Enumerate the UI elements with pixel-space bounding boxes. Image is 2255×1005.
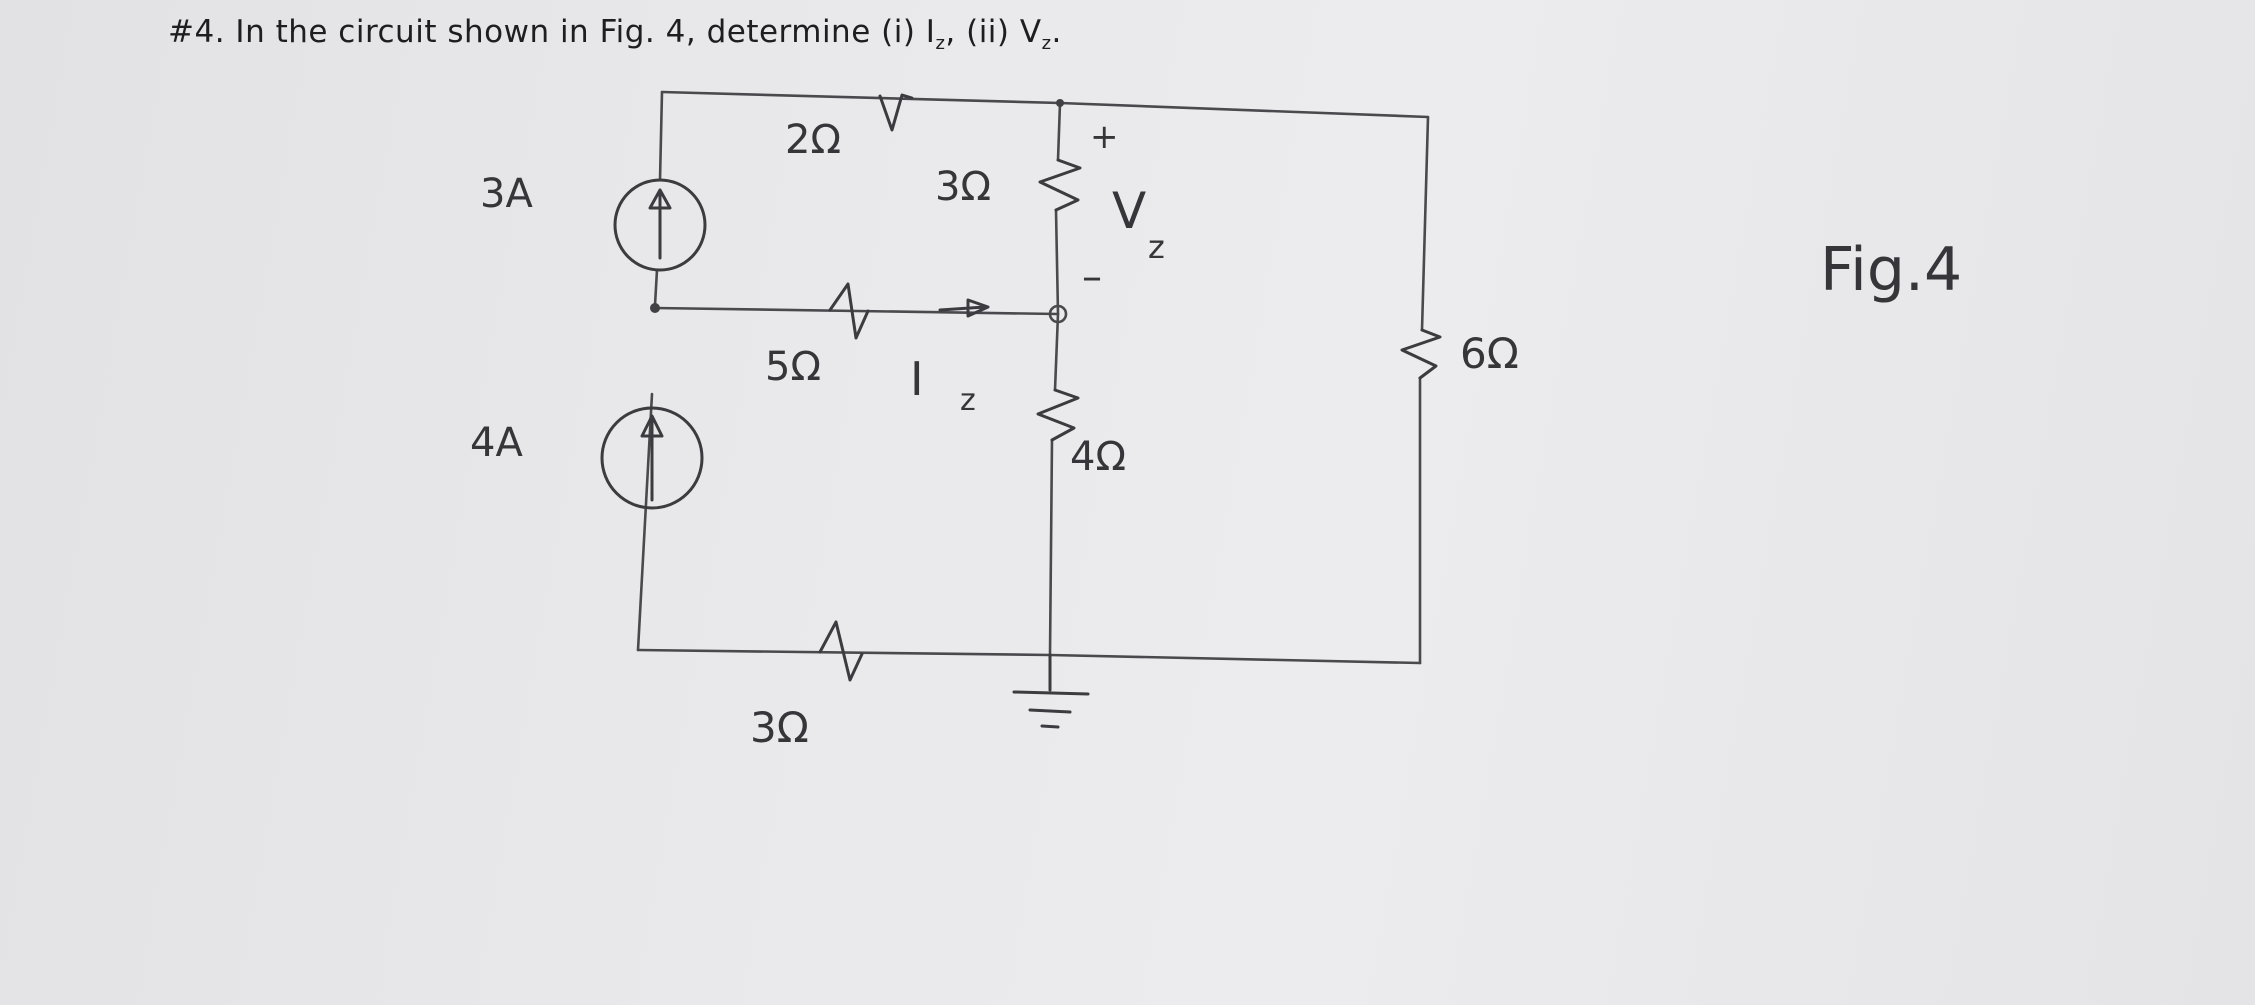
arrow-up-icon	[648, 188, 672, 260]
source-label-4a: 4A	[470, 420, 523, 466]
source-circle	[600, 406, 704, 510]
arrow-up-icon	[640, 414, 664, 502]
problem-text-middle: , (ii) V	[945, 14, 1042, 50]
resistor-label-2ohm: 2Ω	[785, 117, 841, 163]
node-dot	[650, 303, 660, 313]
resistor-5ohm-symbol	[828, 282, 870, 340]
resistor-4ohm-symbol	[1036, 388, 1080, 442]
bottom-wire	[636, 648, 1422, 665]
voltage-plus-sign: +	[1090, 117, 1119, 157]
resistor-label-5ohm: 5Ω	[765, 344, 821, 390]
resistor-label-3ohm-bottom: 3Ω	[750, 703, 809, 752]
figure-label: Fig.4	[1820, 235, 1962, 305]
voltage-minus-sign: –	[1082, 254, 1102, 300]
resistor-symbols	[818, 93, 1442, 682]
resistor-6ohm-symbol	[1400, 328, 1442, 380]
voltage-label-subscript: z	[1148, 228, 1165, 266]
problem-number: #4.	[168, 14, 226, 50]
right-wire	[1418, 115, 1430, 665]
voltage-subscript: z	[1041, 33, 1052, 55]
inner-wire	[1048, 101, 1062, 657]
current-source-3a	[613, 178, 707, 272]
resistor-label-4ohm: 4Ω	[1070, 434, 1126, 480]
resistor-3ohm-bottom-symbol	[818, 620, 864, 682]
current-label: I	[910, 352, 924, 406]
source-label-3a: 3A	[480, 171, 533, 217]
left-wire	[636, 90, 664, 652]
current-subscript: z	[935, 33, 946, 55]
top-wire	[660, 90, 1430, 119]
current-arrow-icon	[938, 298, 990, 318]
problem-statement: #4. In the circuit shown in Fig. 4, dete…	[168, 14, 1062, 54]
middle-wire	[653, 306, 1060, 316]
source-circle	[613, 178, 707, 272]
problem-text-end: .	[1051, 14, 1062, 50]
resistor-3ohm-symbol	[1038, 158, 1082, 212]
current-source-4a	[600, 406, 704, 510]
node-terminal	[1048, 304, 1068, 324]
resistor-2ohm-symbol	[878, 93, 914, 132]
problem-text: In the circuit shown in Fig. 4, determin…	[235, 14, 936, 50]
resistor-label-3ohm: 3Ω	[935, 164, 991, 210]
resistor-label-6ohm: 6Ω	[1460, 329, 1519, 378]
ground-icon	[1012, 653, 1090, 729]
circuit-wires	[636, 90, 1430, 665]
node-dot	[1056, 99, 1064, 107]
current-label-subscript: z	[960, 383, 976, 418]
voltage-label: V	[1112, 182, 1146, 240]
